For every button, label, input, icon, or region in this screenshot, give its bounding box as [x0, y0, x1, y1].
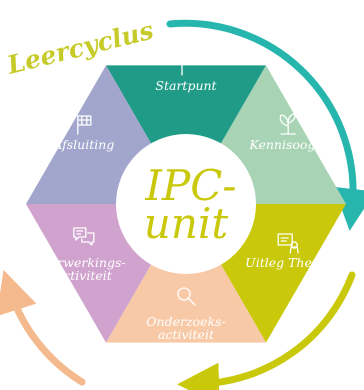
center-title-line1: IPC-: [144, 161, 236, 210]
cycle-arrow-top-right: [166, 19, 364, 231]
teaching-icon: [277, 233, 299, 254]
finish-flag-icon: [77, 115, 92, 135]
segment-label-2: Kennisoogst: [248, 137, 327, 152]
magnifier-icon: [177, 287, 196, 306]
segment-label-5: Verwerkings-activiteit: [42, 255, 126, 283]
center-circle: [116, 134, 256, 274]
segment-label-4: Onderzoeks-activiteit: [146, 314, 225, 342]
flag-icon: [181, 56, 194, 76]
plant-icon: [279, 113, 296, 135]
cycle-arrow-left: [0, 269, 86, 386]
segment-label-6: Afsluiting: [52, 137, 114, 152]
chat-bubbles-icon: [73, 227, 95, 246]
segment-label-1: Startpunt: [155, 78, 217, 93]
center-title-line2: unit: [144, 199, 229, 248]
segment-label-3: Uitleg Thema: [245, 255, 331, 270]
cycle-arrow-bottom: [177, 271, 356, 390]
